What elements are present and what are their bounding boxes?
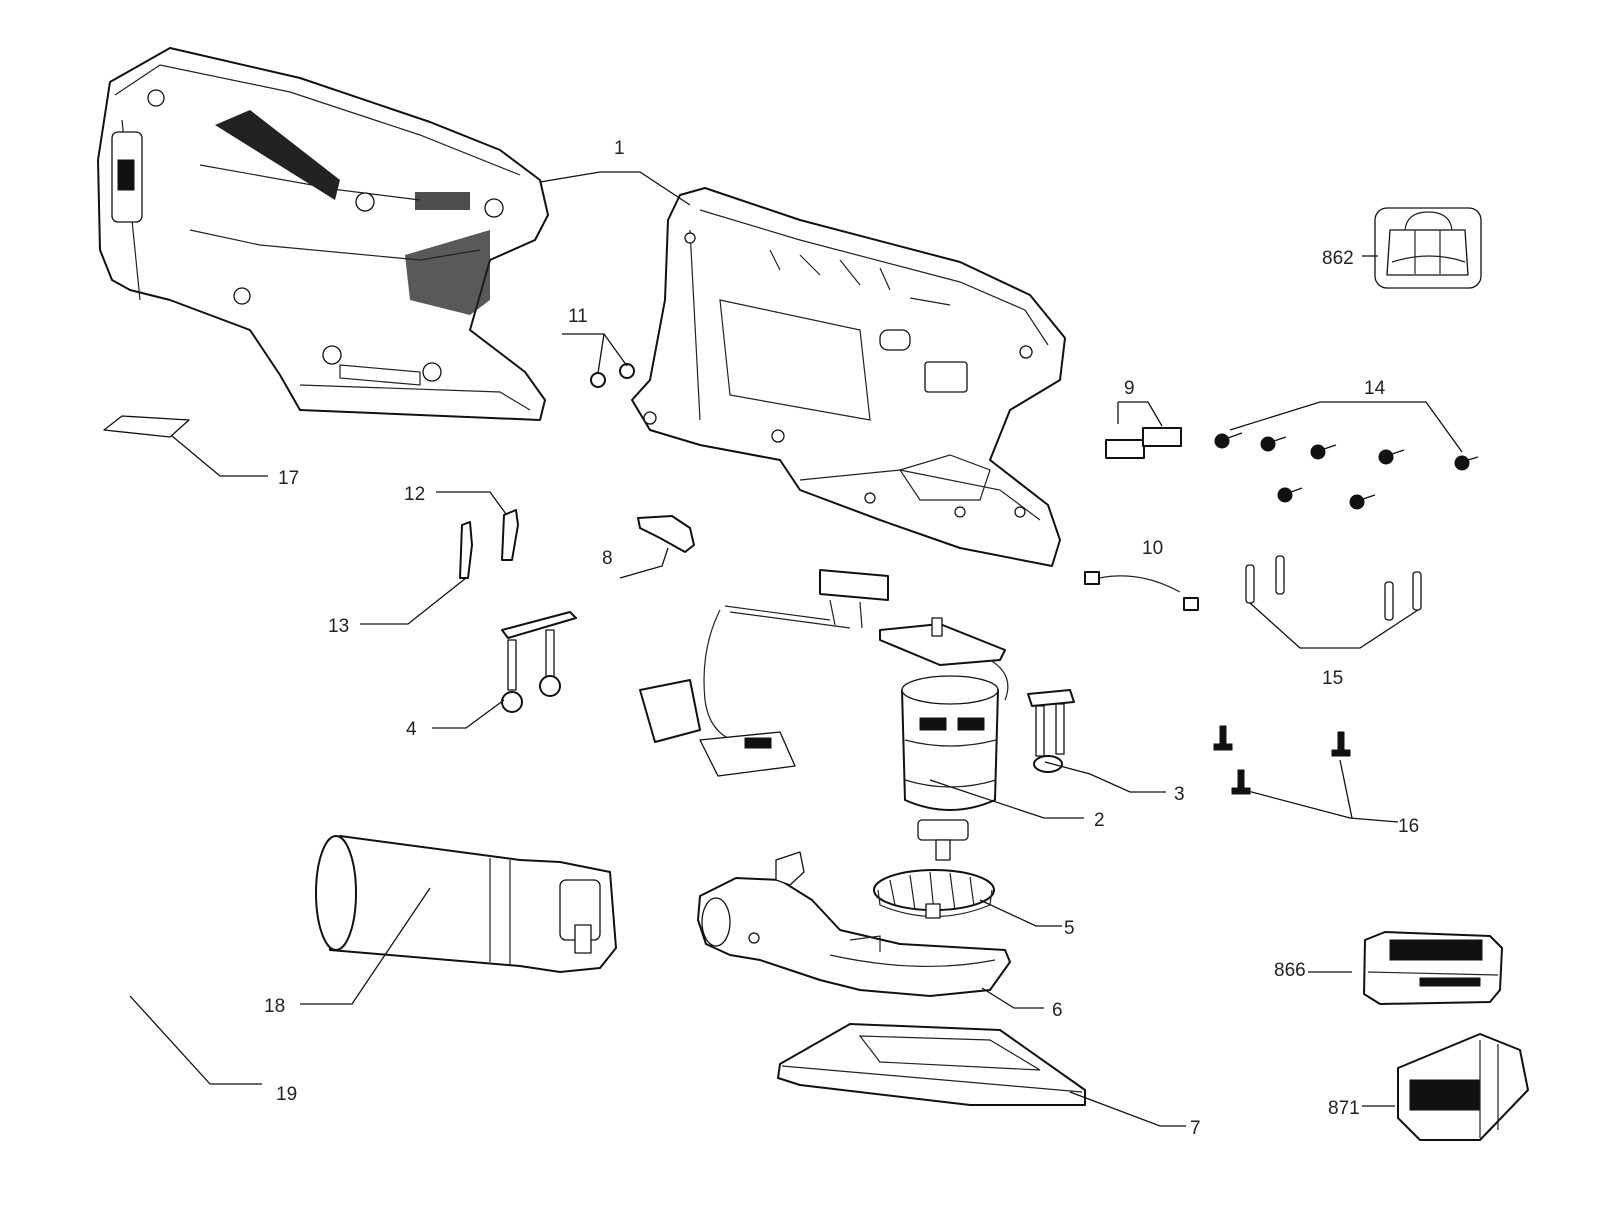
callout-1: 1	[614, 138, 625, 159]
callout-16: 16	[1398, 816, 1419, 837]
callout-12: 12	[404, 484, 425, 505]
part-12-clip	[501, 509, 519, 561]
leader-lines	[129, 171, 1463, 1127]
part-3-holder	[1027, 689, 1075, 773]
part-862-bag	[1374, 207, 1482, 289]
part-10-connector	[1084, 571, 1199, 611]
wiring-harness	[639, 569, 1009, 777]
callout-3: 3	[1174, 784, 1185, 805]
callout-15: 15	[1322, 668, 1343, 689]
callout-862: 862	[1322, 248, 1354, 269]
part-5-fan	[873, 869, 995, 919]
callout-866: 866	[1274, 960, 1306, 981]
housing-left-half	[97, 47, 549, 421]
callout-labels: 1 2 3 4 5 6 7 8 9 10 11 12 13 14 15 16 1…	[264, 138, 1419, 1139]
part-1-housing-interior	[631, 187, 1066, 567]
callout-10: 10	[1142, 538, 1163, 559]
callout-2: 2	[1094, 810, 1105, 831]
part-14-screws	[1214, 432, 1479, 510]
part-871-charger	[1397, 1033, 1529, 1141]
part-13-slider	[459, 521, 473, 579]
callout-871: 871	[1328, 1098, 1360, 1119]
callout-18: 18	[264, 996, 285, 1017]
part-15-pins	[1245, 555, 1422, 621]
callout-19: 19	[276, 1084, 297, 1105]
part-8-button	[637, 515, 695, 553]
part-4-bracket	[501, 611, 577, 713]
part-7-sanding-pad	[777, 1023, 1086, 1106]
callout-13: 13	[328, 616, 349, 637]
part-2-motor	[901, 675, 999, 861]
callout-9: 9	[1124, 378, 1135, 399]
callout-14: 14	[1364, 378, 1386, 399]
callout-6: 6	[1052, 1000, 1063, 1021]
part-9-blocks	[1105, 427, 1182, 459]
part-11-nuts	[590, 363, 635, 388]
callout-8: 8	[602, 548, 613, 569]
part-16-screws	[1213, 725, 1351, 795]
callout-4: 4	[406, 719, 417, 740]
callout-7: 7	[1190, 1118, 1201, 1139]
callout-5: 5	[1064, 918, 1075, 939]
part-866-battery	[1363, 931, 1503, 1005]
callout-11: 11	[568, 306, 588, 327]
callout-17: 17	[278, 468, 299, 489]
part-6-base-housing	[697, 851, 1011, 997]
part-17-label	[103, 415, 190, 438]
part-18-dust-canister	[315, 835, 617, 973]
